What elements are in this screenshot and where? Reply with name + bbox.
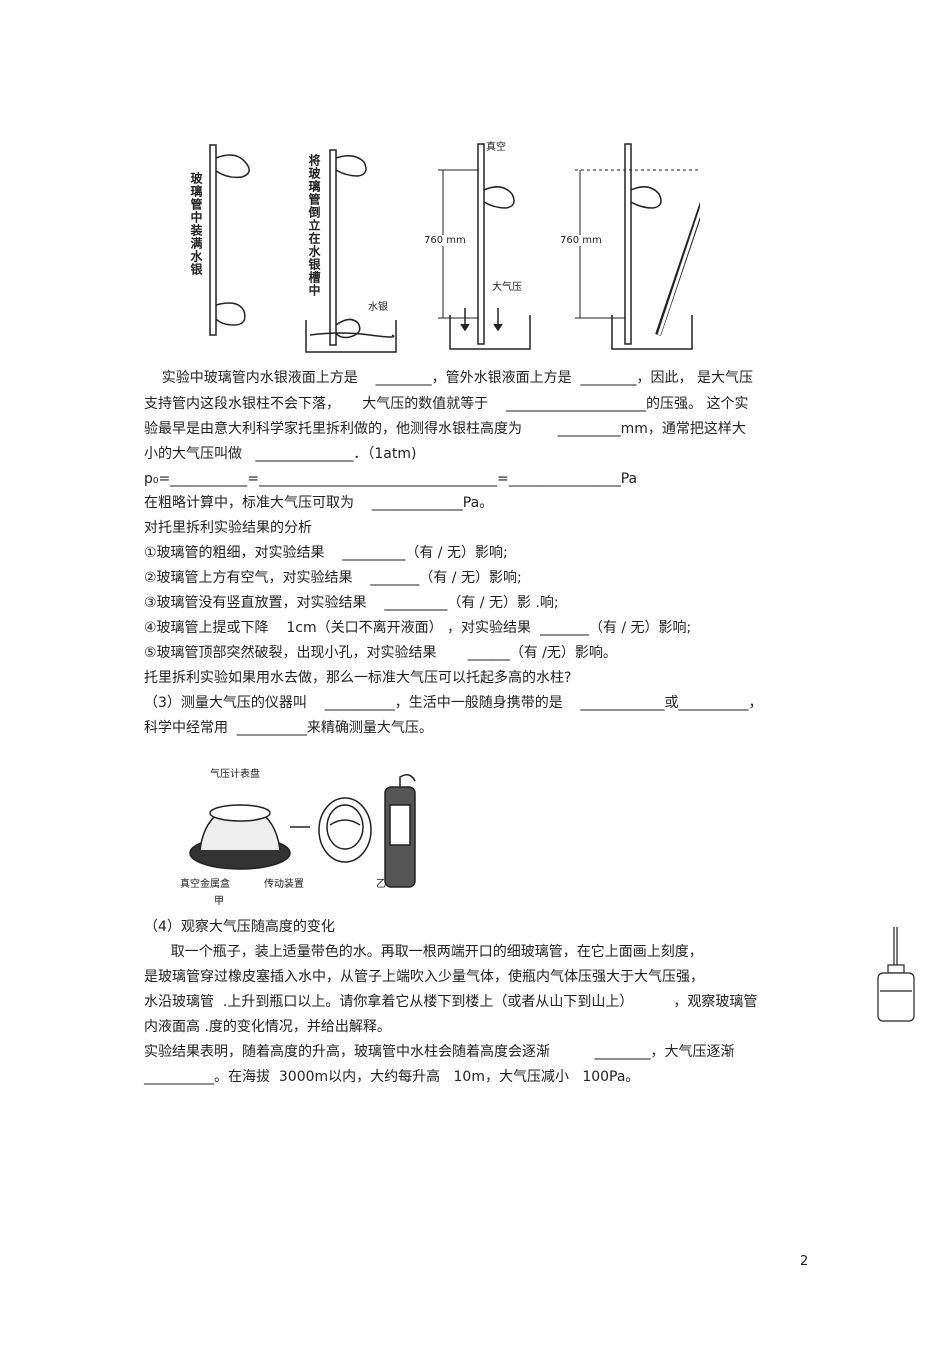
text-line: 对托里拆利实验结果的分析 bbox=[144, 520, 312, 536]
page-number: 2 bbox=[800, 1254, 809, 1269]
text-line: ④玻璃管上提或下降 1cm（关口不离开液面） ，对实验结果 _______（有 … bbox=[144, 620, 692, 636]
torricelli-figure: 玻璃管中装满水银 将玻璃管倒立在水银槽中 水银 真空 760 mm 大气压 76… bbox=[180, 130, 700, 360]
text-line: __________。在海拔 3000m以内，大约每升高 10m，大气压减小 1… bbox=[144, 1069, 640, 1085]
bottle-figure bbox=[872, 925, 922, 1025]
sub-b-label: 乙 bbox=[376, 879, 386, 890]
text-line: ②玻璃管上方有空气，对实验结果 _______（有 / 无）影响; bbox=[144, 570, 522, 586]
text-line: （3）测量大气压的仪器叫 __________，生活中一般随身携带的是 ____… bbox=[144, 695, 763, 711]
text-line: ⑤玻璃管顶部突然破裂，出现小孔，对实验结果 ______（有 /无）影响。 bbox=[144, 645, 617, 661]
tube2-label: 将玻璃管倒立在水银槽中 bbox=[307, 154, 321, 297]
text-line: 科学中经常用 __________来精确测量大气压。 bbox=[144, 720, 433, 736]
atm-label: 大气压 bbox=[492, 282, 522, 293]
text-line: 取一个瓶子，装上适量带色的水。再取一根两端开口的细玻璃管，在它上面画上刻度， bbox=[144, 944, 703, 960]
gauge-label: 气压计表盘 bbox=[210, 769, 260, 780]
mercury-label: 水银 bbox=[368, 302, 388, 313]
text-line: p₀=___________=_________________________… bbox=[144, 471, 638, 487]
vacuum-label: 真空 bbox=[486, 142, 506, 153]
text-line: 是玻璃管穿过橡皮塞插入水中，从管子上端吹入少量气体，使瓶内气体压强大于大气压强， bbox=[144, 969, 704, 985]
sub-a-label: 甲 bbox=[214, 896, 224, 907]
text-line: 水沿玻璃管 .上升到瓶口以上。请你拿着它从楼下到楼上（或者从山下到山上） ，观察… bbox=[144, 994, 758, 1010]
text-line: 验最早是由意大利科学家托里拆利做的，他测得水银柱高度为 _________mm，… bbox=[144, 421, 746, 437]
text-line: 小的大气压叫做 ______________．（1atm) bbox=[144, 446, 417, 462]
text-line: 实验结果表明，随着高度的升高，玻璃管中水柱会随着高度会逐渐 ________，大… bbox=[144, 1044, 735, 1060]
height-label-1: 760 mm bbox=[424, 235, 466, 246]
height-label-2: 760 mm bbox=[560, 235, 602, 246]
text-line: 实验中玻璃管内水银液面上方是 ________，管外水银液面上方是 ______… bbox=[144, 370, 753, 386]
barometer-diagram bbox=[189, 774, 416, 888]
text-line: 内液面高 .度的变化情况，并给出解释。 bbox=[144, 1019, 391, 1035]
text-line: 在粗略计算中，标准大气压可取为 _____________Pa。 bbox=[144, 495, 494, 511]
bottle-diagram bbox=[877, 927, 915, 1022]
text-line: ①玻璃管的粗细，对实验结果 _________（有 / 无）影响; bbox=[144, 545, 508, 561]
text-line: 支持管内这段水银柱不会下落， 大气压的数值就等于 _______________… bbox=[144, 396, 749, 412]
text-line: （4）观察大气压随高度的变化 bbox=[144, 919, 335, 935]
text-line: 托里拆利实验如果用水去做，那么一标准大气压可以托起多高的水柱? bbox=[144, 670, 572, 686]
barometer-figure: 气压计表盘 真空金属盒 传动装置 甲 乙 bbox=[180, 765, 420, 907]
text-line: ③玻璃管没有竖直放置，对实验结果 _________（有 / 无）影 .响; bbox=[144, 595, 559, 611]
tube1-label: 玻璃管中装满水银 bbox=[189, 172, 203, 276]
drive-label: 传动装置 bbox=[264, 879, 304, 890]
box-label: 真空金属盒 bbox=[180, 879, 230, 890]
